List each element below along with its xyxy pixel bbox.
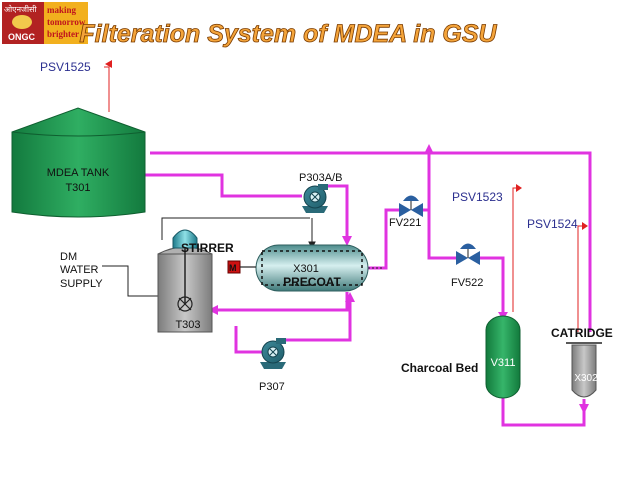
mdea-tank-roof-line bbox=[11, 131, 146, 137]
logo-emblem bbox=[12, 15, 32, 29]
logo-hindi: ओएनजीसी bbox=[4, 5, 37, 14]
ongc-logo: ओएनजीसी ONGC bbox=[2, 2, 44, 44]
arrow-precoat-up bbox=[345, 292, 355, 302]
x301-label: X301 bbox=[293, 263, 319, 275]
mdea-tank-label: MDEA TANK bbox=[47, 167, 110, 179]
psv1525-line bbox=[104, 66, 110, 112]
dm-water-line1: DM bbox=[60, 251, 77, 263]
v311-body bbox=[485, 315, 521, 399]
line-precoat-return bbox=[212, 292, 349, 312]
motor-label: M bbox=[229, 263, 237, 273]
page-title: Filteration System of MDEA in GSU bbox=[79, 20, 497, 48]
stirrer-motor: STIRRER bbox=[172, 229, 234, 255]
x302-body bbox=[571, 344, 597, 398]
psv1523-label: PSV1523 bbox=[452, 190, 503, 204]
mdea-tank-tag: T301 bbox=[65, 182, 90, 194]
line-p303-to-t303 bbox=[161, 217, 310, 240]
line-p307-discharge bbox=[286, 296, 352, 342]
precoat-label: PRECOAT bbox=[283, 275, 341, 289]
p307-base bbox=[260, 362, 286, 369]
line-v311-to-x302 bbox=[501, 396, 586, 427]
line-tank-header bbox=[150, 151, 592, 332]
precoat-internal bbox=[261, 250, 363, 286]
tagline-2: tomorrow bbox=[47, 17, 86, 27]
t303-label: T303 bbox=[175, 319, 200, 331]
pump-p303: P303A/B bbox=[299, 172, 342, 213]
x302-cartridge: X302 CATRIDGE bbox=[551, 326, 613, 398]
t303-vessel: T303 bbox=[157, 246, 213, 333]
fv522-body bbox=[456, 251, 468, 265]
fv221-body bbox=[399, 203, 411, 217]
psv1524-label: PSV1524 bbox=[527, 217, 578, 231]
line-t303-to-p307 bbox=[234, 326, 262, 354]
v311-label: V311 bbox=[491, 357, 516, 369]
v311-charcoal-bed: V311 Charcoal Bed bbox=[401, 315, 521, 399]
psv1523-arrow bbox=[516, 184, 522, 192]
logo-abbr: ONGC bbox=[8, 32, 35, 42]
fv522-actuator bbox=[460, 243, 476, 249]
p303-base bbox=[302, 206, 328, 213]
psv1523-line bbox=[512, 187, 518, 312]
fv221-actuator bbox=[403, 195, 419, 201]
arrow-x302-in bbox=[579, 404, 589, 414]
p303-label: P303A/B bbox=[299, 172, 342, 184]
psv1525-label: PSV1525 bbox=[40, 60, 91, 74]
fv522-label: FV522 bbox=[451, 277, 483, 289]
charcoal-bed-label: Charcoal Bed bbox=[401, 361, 478, 375]
ongc-tagline: making tomorrow brighter bbox=[44, 2, 88, 44]
tagline-1: making bbox=[47, 5, 77, 15]
tagline-3: brighter bbox=[47, 29, 79, 39]
psv1524-arrow bbox=[582, 222, 588, 230]
line-fv221-out bbox=[421, 208, 458, 260]
motor-block: M bbox=[227, 260, 256, 274]
arrow-riser-up bbox=[424, 144, 434, 154]
psv1525-arrow bbox=[105, 60, 112, 68]
flow-arrows bbox=[208, 144, 589, 414]
agitator-impeller bbox=[177, 296, 193, 312]
arrow-t303-return bbox=[208, 305, 218, 315]
p307-label: P307 bbox=[259, 381, 285, 393]
fv221-label: FV221 bbox=[389, 217, 421, 229]
pump-p307: P307 bbox=[259, 338, 286, 393]
x302-label: X302 bbox=[574, 373, 598, 384]
stirrer-dome bbox=[172, 229, 198, 249]
line-p303-discharge bbox=[326, 184, 349, 242]
mdea-tank-body bbox=[11, 107, 146, 218]
arrow-precoat-in bbox=[342, 236, 352, 246]
dm-water-line3: SUPPLY bbox=[60, 278, 103, 290]
line-tank-to-p303 bbox=[145, 173, 302, 198]
mdea-tank: MDEA TANK T301 bbox=[11, 107, 146, 218]
catridge-label: CATRIDGE bbox=[551, 326, 613, 340]
stirrer-label: STIRRER bbox=[181, 241, 234, 255]
relief-arrows bbox=[105, 60, 588, 230]
valve-fv522: FV522 bbox=[451, 243, 483, 289]
line-dm-water bbox=[102, 265, 158, 297]
psv1524-line bbox=[577, 225, 584, 332]
dm-water-line2: WATER bbox=[60, 264, 99, 276]
precoat-body bbox=[255, 244, 369, 292]
valve-fv221: FV221 bbox=[389, 195, 423, 229]
line-fv522-out bbox=[478, 256, 505, 316]
x301-precoat-filter: X301 PRECOAT bbox=[255, 244, 369, 292]
